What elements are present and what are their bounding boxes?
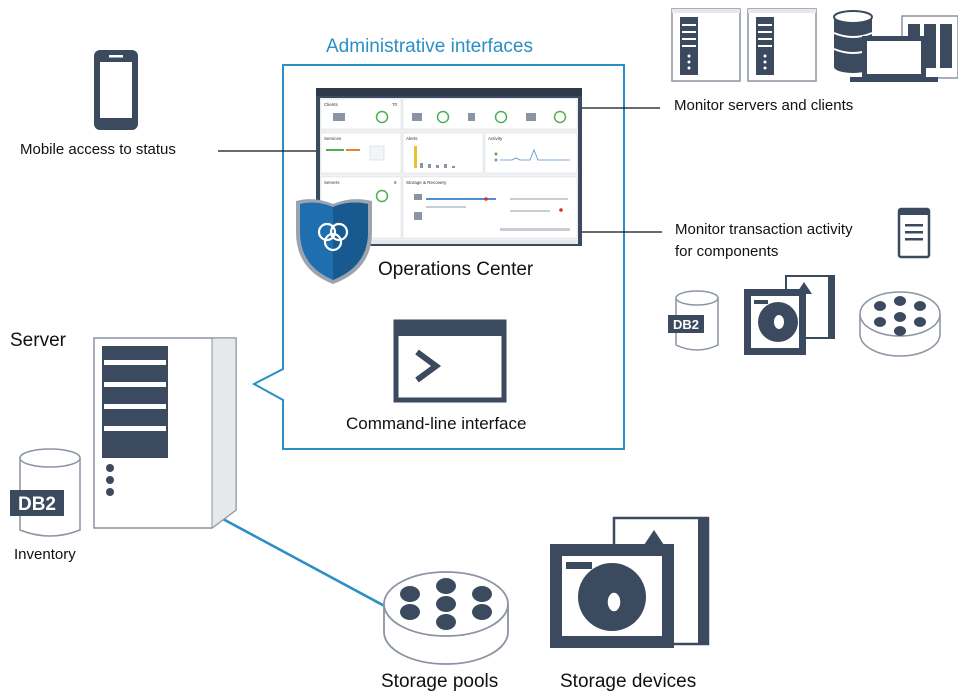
- dashboard-clients-title: Clients: [324, 102, 339, 107]
- tower-server-icon: [671, 8, 741, 82]
- admin-interfaces-label: Administrative interfaces: [326, 36, 533, 57]
- db2-badge: DB2: [18, 494, 56, 515]
- hard-drive-icon: [550, 516, 710, 648]
- dashboard-services-title: Services: [324, 136, 342, 141]
- dashboard-servers-title: Servers: [324, 180, 340, 185]
- server-label: Server: [10, 330, 66, 351]
- monitor-transactions-label-line1: Monitor transaction activity: [675, 221, 853, 238]
- hard-drive-icon: [744, 275, 835, 355]
- database-icon: DB2: [10, 448, 81, 537]
- dashboard-alerts-title: Alerts: [406, 136, 418, 141]
- document-icon: [897, 207, 931, 259]
- dashboard-storage-title: Storage & Recovery: [406, 180, 447, 185]
- server-to-storage-connector: [209, 510, 393, 612]
- storage-pools-label: Storage pools: [381, 671, 499, 692]
- storage-devices-label: Storage devices: [560, 671, 697, 692]
- dashboard-activity-title: Activity: [488, 136, 503, 141]
- monitor-transactions-label-line2: for components: [675, 243, 779, 260]
- storage-pool-icon: [383, 571, 509, 665]
- operations-center-dashboard: Clients 70 Services Alerts Activity Serv…: [316, 88, 582, 246]
- monitor-servers-label: Monitor servers and clients: [674, 97, 854, 114]
- database-icon: DB2: [668, 290, 719, 351]
- inventory-label: Inventory: [14, 546, 76, 563]
- terminal-icon: [393, 319, 507, 403]
- laptop-icon: [850, 36, 938, 82]
- mobile-phone-icon: [94, 50, 138, 130]
- tower-server-icon: [747, 8, 817, 82]
- db2-badge: DB2: [673, 317, 699, 332]
- mobile-access-label: Mobile access to status: [20, 141, 176, 158]
- command-line-label: Command-line interface: [346, 414, 527, 433]
- dashboard-clients-count: 70: [392, 102, 398, 107]
- shield-icon: [296, 199, 372, 284]
- operations-center-label: Operations Center: [378, 259, 534, 280]
- storage-pool-icon: [859, 291, 941, 357]
- tower-server-icon: [93, 337, 237, 529]
- dashboard-servers-count: 8: [394, 180, 397, 185]
